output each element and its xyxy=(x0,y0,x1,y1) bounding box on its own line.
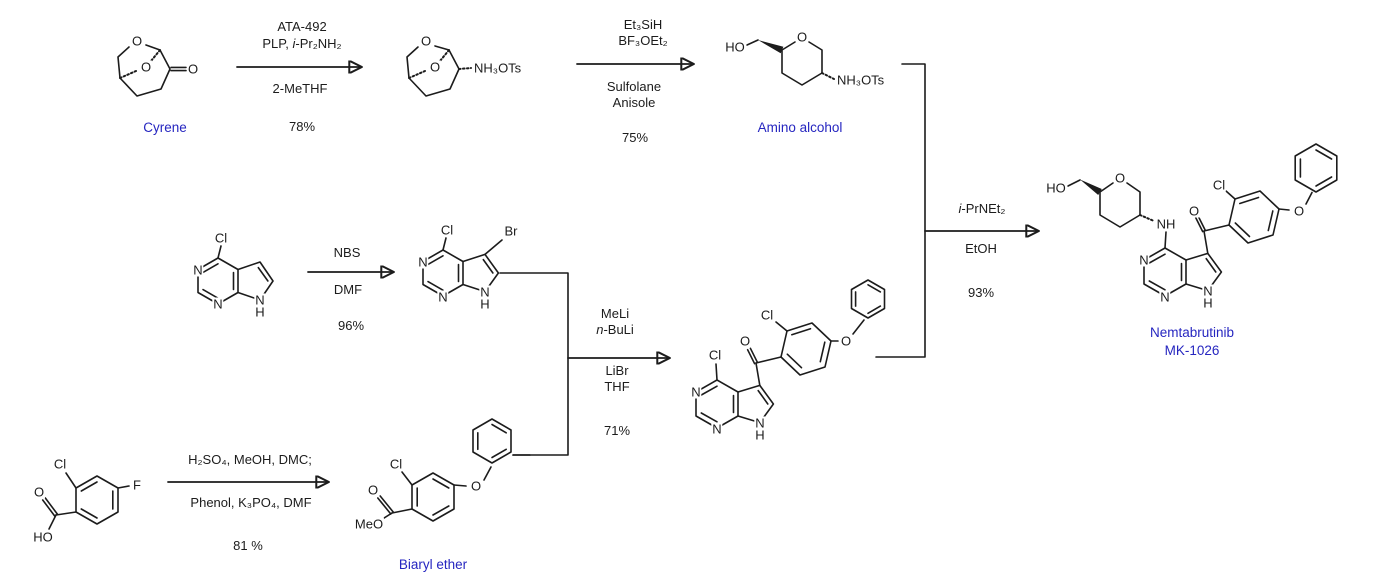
step6-line1: H₂SO₄, MeOH, DMC; xyxy=(188,452,312,467)
ketone-n3: N xyxy=(690,384,702,400)
product-n1: N xyxy=(1159,289,1171,304)
step1-reagents-above: ATA-492 PLP, i-Pr₂NH₂ xyxy=(262,19,341,53)
step2-yield: 75% xyxy=(621,130,649,145)
step2-reagents-above: Et₃SiH BF₃OEt₂ xyxy=(618,17,667,48)
step1-reagent2: PLP, i-Pr₂NH₂ xyxy=(262,35,342,51)
chloro-pp-n7: N xyxy=(254,292,266,308)
step2-reagent1: Et₃SiH xyxy=(623,17,663,32)
product-code: MK-1026 xyxy=(1164,342,1220,358)
amino-alcohol-o-ring: O xyxy=(795,29,809,45)
step2-solvent2: Anisole xyxy=(612,94,656,110)
acid-ho: HO xyxy=(32,529,54,545)
product-o-ring: O xyxy=(1113,170,1127,186)
step4-below: LiBr THF xyxy=(604,363,629,394)
ketone-cl-aryl: Cl xyxy=(759,307,775,323)
step4-solvent: THF xyxy=(604,378,630,394)
product-label: Nemtabrutinib MK-1026 xyxy=(1150,324,1234,359)
acid-f: F xyxy=(132,477,142,493)
step4-additive: LiBr xyxy=(605,363,629,378)
step1-reagent1: ATA-492 xyxy=(277,19,327,34)
nemtabrutinib-structure xyxy=(1067,143,1338,297)
step2-reagent2: BF₃OEt₂ xyxy=(618,32,668,48)
bromo-pp-cl: Cl xyxy=(439,222,455,238)
amino-alcohol-structure xyxy=(746,39,835,86)
amino-alcohol-amine: NH₃OTs xyxy=(836,72,886,88)
step5-reagent: i-PrNEt₂ xyxy=(958,201,1006,216)
ketone-o-ether: O xyxy=(839,333,853,349)
step2-solvents-below: Sulfolane Anisole xyxy=(607,79,661,110)
step6-yield: 81 % xyxy=(233,538,263,553)
chloro-pp-n3: N xyxy=(192,262,204,278)
step5-solvent: EtOH xyxy=(965,241,997,256)
merge-bracket-left xyxy=(499,272,668,456)
biaryl-meo: MeO xyxy=(353,516,385,532)
product-o-ketone: O xyxy=(1187,203,1201,219)
merge-bracket-right xyxy=(875,63,1037,358)
ketone-n1: N xyxy=(711,421,723,436)
cyrene-o-ring: O xyxy=(130,33,144,49)
ketone-n7: N xyxy=(754,415,766,431)
bromo-pp-n7: N xyxy=(479,284,491,300)
step3-solvent: DMF xyxy=(333,282,363,297)
product-n7: N xyxy=(1202,283,1214,299)
step4-reagents-above: MeLi n-BuLi xyxy=(596,306,634,337)
acid-o: O xyxy=(32,484,46,500)
chloro-pp-n1: N xyxy=(212,296,224,312)
product-o-ether: O xyxy=(1292,203,1306,219)
bromo-pp-br: Br xyxy=(503,223,519,239)
step1-solvent: 2-MeTHF xyxy=(272,81,328,96)
aminotosylate-structure xyxy=(406,45,472,97)
step4-yield: 71% xyxy=(603,423,631,438)
aminotosylate-o-ring: O xyxy=(419,33,433,49)
step3-yield: 96% xyxy=(337,318,365,333)
amino-alcohol-ho: HO xyxy=(724,39,746,55)
step3-reagent: NBS xyxy=(333,245,361,260)
biaryl-ether-structure xyxy=(376,418,531,522)
bromo-pp-n1: N xyxy=(437,289,449,304)
fluorobenzoic-acid-structure xyxy=(41,472,130,530)
ketone-h7: H xyxy=(754,427,766,442)
aminotosylate-amine: NH₃OTs xyxy=(473,60,523,76)
product-name: Nemtabrutinib xyxy=(1149,325,1235,340)
amino-alcohol-label: Amino alcohol xyxy=(757,120,843,135)
aminotosylate-o-bridge: O xyxy=(428,59,442,75)
biaryl-o-carbonyl: O xyxy=(366,482,380,498)
cyrene-label: Cyrene xyxy=(143,120,187,135)
step2-solvent1: Sulfolane xyxy=(606,79,662,94)
biaryl-label: Biaryl ether xyxy=(398,557,468,572)
step4-reagent1: MeLi xyxy=(600,306,630,321)
chloro-pp-cl: Cl xyxy=(213,230,229,246)
step4-reagent2: n-BuLi xyxy=(596,321,634,337)
bromo-pp-n3: N xyxy=(417,254,429,269)
biaryl-o-ether: O xyxy=(469,478,483,494)
ketone-cl-pyrimidine: Cl xyxy=(707,347,723,363)
step6-line2: Phenol, K₃PO₄, DMF xyxy=(190,495,312,510)
product-n3: N xyxy=(1138,252,1150,268)
bromochloropyrrolopyrimidine-structure xyxy=(422,237,503,297)
cyrene-structure xyxy=(117,44,187,97)
chloro-pp-h7: H xyxy=(254,304,266,319)
product-nh: NH xyxy=(1155,216,1177,232)
ketone-intermediate-structure xyxy=(695,279,886,429)
biaryl-cl: Cl xyxy=(388,456,404,472)
product-ho: HO xyxy=(1045,180,1067,196)
acid-cl: Cl xyxy=(52,456,68,472)
cyrene-o-ketone: O xyxy=(186,61,200,77)
ketone-o-ketone: O xyxy=(738,333,752,349)
cyrene-o-bridge: O xyxy=(139,59,153,75)
step1-yield: 78% xyxy=(288,119,316,134)
product-h7: H xyxy=(1202,295,1214,310)
bromo-pp-h7: H xyxy=(479,296,491,311)
product-cl-aryl: Cl xyxy=(1211,177,1227,193)
step5-yield: 93% xyxy=(967,285,995,300)
